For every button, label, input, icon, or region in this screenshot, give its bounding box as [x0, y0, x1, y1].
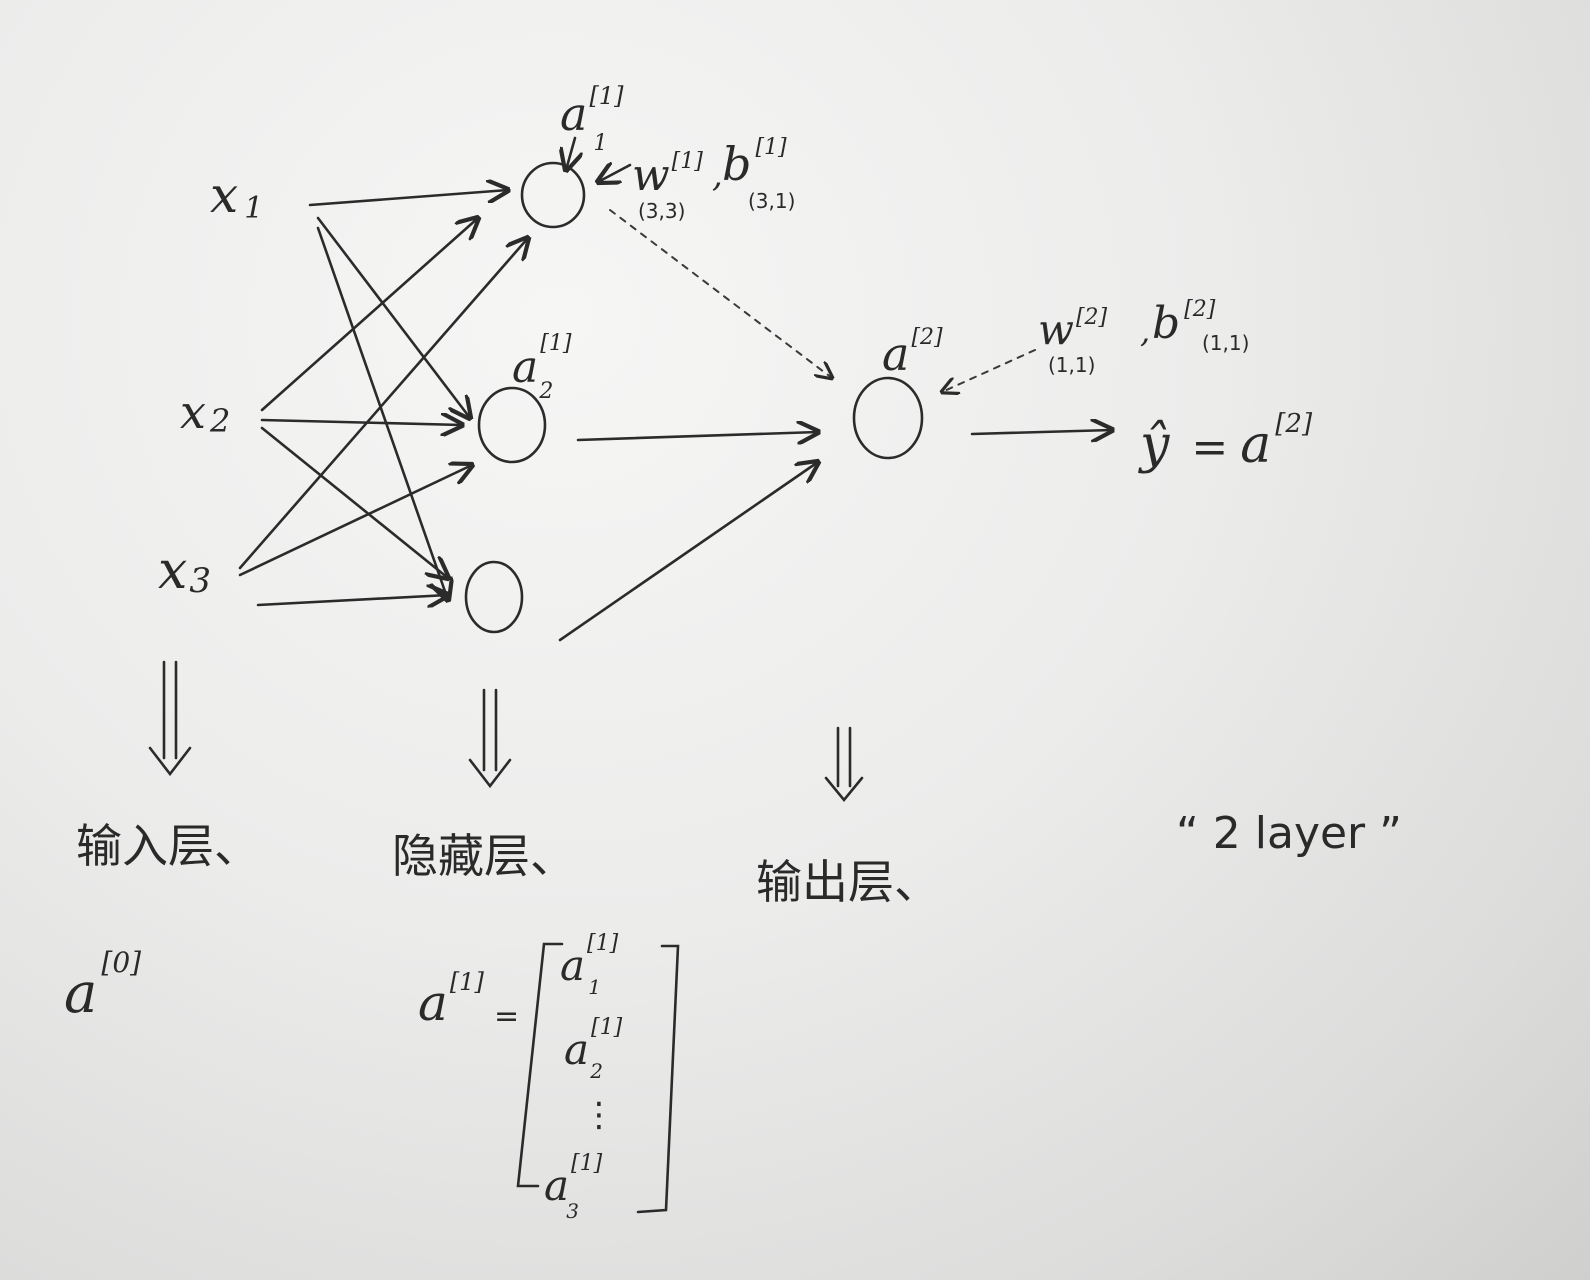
a2-label: a[2]	[882, 325, 943, 381]
edge-h2-out	[576, 432, 818, 440]
w2-shape: (1,1)	[1048, 353, 1095, 377]
hidden-layer-label: 隐藏层、	[392, 829, 576, 883]
edge-x1-h3	[316, 226, 448, 600]
b2-label: b[2]	[1152, 297, 1216, 349]
hidden-vector-dots: ⋮	[582, 1095, 616, 1135]
a1-2-label: a[1]2	[512, 331, 572, 404]
edge-x2-h1	[260, 218, 478, 412]
hidden-vector-lhs: a[1]	[418, 968, 484, 1032]
hidden-activation-vector: a[1] = a[1]1 a[1]2 ⋮ a[1]3	[418, 931, 680, 1223]
edge-h1-out	[609, 209, 832, 378]
two-layer-note: “ 2 layer ”	[1176, 808, 1402, 859]
output-layer-down-arrow	[824, 726, 864, 803]
w2-pointer-arrow	[942, 349, 1036, 392]
w1-b1-comma: ,	[712, 155, 723, 195]
edge-x1-h1	[308, 190, 508, 207]
output-to-prediction-arrow	[970, 430, 1112, 434]
edge-h3-out	[558, 462, 818, 642]
b1-label: b[1]	[722, 135, 787, 191]
prediction-equation: ŷ=a[2]	[1138, 409, 1313, 475]
a1-1-pointer-arrow	[566, 136, 575, 170]
output-node-annotation: a[2] w[2] (1,1) , b[2] (1,1)	[882, 297, 1249, 392]
hidden-layer-down-arrow	[468, 688, 512, 789]
w2-label: w[2]	[1038, 305, 1108, 354]
edge-x1-h2	[316, 216, 470, 418]
left-bracket	[516, 942, 564, 1188]
hidden-vector-row-2: a[1]2	[564, 1015, 623, 1083]
b2-shape: (1,1)	[1202, 331, 1249, 355]
hidden-node-2	[477, 386, 547, 464]
input-layer-label: 输入层、	[76, 819, 260, 873]
w1-label: w[1]	[632, 149, 703, 201]
input-to-hidden-edges	[238, 190, 528, 605]
hidden-vector-row-1: a[1]1	[560, 931, 619, 999]
input-layer-down-arrow	[148, 660, 192, 777]
hidden-node-1	[520, 161, 586, 229]
edge-x2-h3	[260, 426, 448, 578]
w1-pointer-arrow	[598, 165, 632, 182]
w1-shape: (3,3)	[638, 199, 685, 223]
input-activation-a0: a[0]	[64, 946, 141, 1026]
output-layer-label: 输出层、	[756, 855, 940, 909]
w2-b2-comma: ,	[1140, 312, 1150, 350]
hidden-vector-equals: =	[494, 999, 519, 1034]
edge-x3-h1	[238, 238, 528, 570]
hidden-to-output-edges	[558, 209, 832, 642]
edge-x3-h2	[238, 465, 472, 577]
hidden-node-1-annotation: a[1]1 w[1] (3,3) , b[1] (3,1)	[560, 82, 795, 223]
output-node	[852, 376, 924, 460]
input-x3-label: x3	[158, 541, 211, 601]
a1-1-label: a[1]1	[560, 82, 624, 156]
hidden-vector-row-3: a[1]3	[544, 1151, 603, 1223]
edge-x2-h2	[260, 420, 462, 425]
b1-shape: (3,1)	[748, 189, 795, 213]
edge-x3-h3	[256, 595, 448, 605]
right-bracket	[636, 944, 680, 1214]
hidden-node-3	[464, 560, 524, 634]
